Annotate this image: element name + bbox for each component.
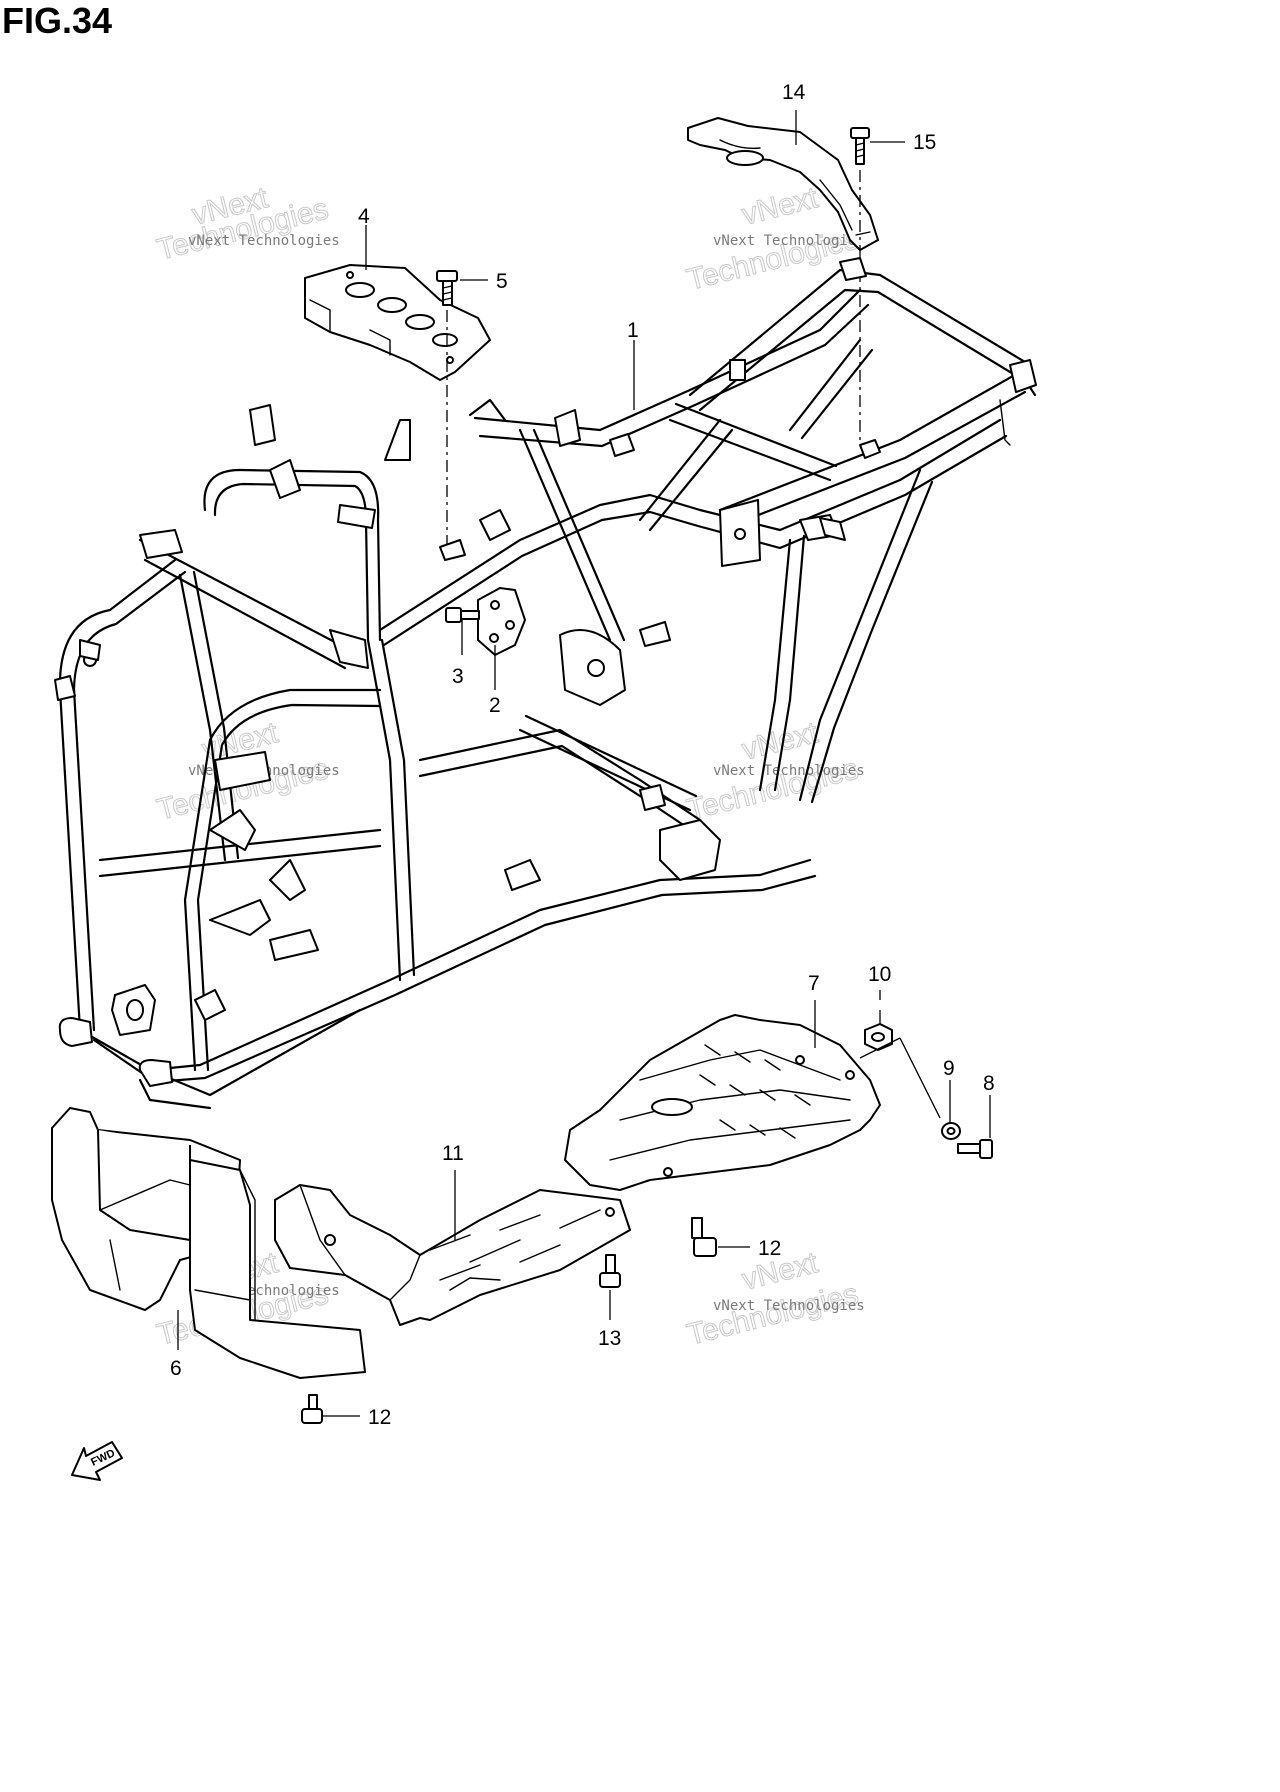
- part-4-front-bracket[interactable]: [304, 264, 491, 381]
- part-2-plate[interactable]: [477, 587, 526, 656]
- watermark-small: vNext Technologies: [713, 233, 865, 249]
- callout-14: 14: [782, 81, 806, 104]
- watermark-big-line1: vNext: [739, 181, 822, 232]
- callout-6: 6: [170, 1357, 182, 1380]
- part-12-bolt-upper[interactable]: [691, 1217, 717, 1257]
- part-15-bolt[interactable]: [850, 127, 870, 165]
- part-9-washer[interactable]: [941, 1122, 961, 1140]
- part-5-bolt[interactable]: [436, 270, 458, 306]
- part-14-rear-bracket[interactable]: [687, 117, 879, 251]
- callout-1: 1: [627, 319, 639, 342]
- part-8-bolt[interactable]: [957, 1139, 993, 1159]
- callout-4: 4: [358, 205, 370, 228]
- watermark-1: vNext Technologies vNext Technologies: [153, 181, 340, 268]
- callout-15: 15: [913, 131, 936, 154]
- part-12-bolt-lower[interactable]: [301, 1394, 323, 1424]
- callout-7: 7: [808, 972, 820, 995]
- callout-12-upper: 12: [758, 1237, 781, 1260]
- figure-title: FIG.34: [2, 0, 113, 41]
- leader-lines: [177, 110, 991, 1417]
- callout-9: 9: [943, 1057, 955, 1080]
- callout-3: 3: [452, 665, 464, 688]
- callout-labels: 1 2 3 4 5 6 7 8 9 10 11 12 12 13 14 15: [170, 81, 995, 1429]
- watermark-small: vNext Technologies: [713, 763, 865, 779]
- part-10-nut[interactable]: [864, 1023, 893, 1051]
- part-13-bolt[interactable]: [599, 1254, 621, 1288]
- callout-13: 13: [598, 1327, 621, 1350]
- callout-8: 8: [983, 1072, 995, 1095]
- part-7-skid-plate[interactable]: [564, 1014, 881, 1191]
- callout-11: 11: [442, 1142, 464, 1165]
- watermark-small: vNext Technologies: [713, 1298, 865, 1314]
- callout-10: 10: [868, 963, 891, 986]
- part-3-bolt[interactable]: [445, 607, 480, 623]
- watermark-4: vNext Technologies vNext Technologies: [683, 716, 865, 828]
- part-6-front-guard[interactable]: [51, 1107, 366, 1379]
- callout-5: 5: [496, 270, 508, 293]
- callout-12-lower: 12: [368, 1406, 391, 1429]
- callout-2: 2: [489, 694, 501, 717]
- part-1-frame[interactable]: [54, 257, 1037, 1110]
- fwd-arrow: FWD: [71, 1441, 123, 1481]
- watermark-small: vNext Technologies: [188, 233, 340, 249]
- watermark-6: vNext Technologies vNext Technologies: [683, 1246, 865, 1353]
- part-11-skid-plate[interactable]: [274, 1184, 631, 1326]
